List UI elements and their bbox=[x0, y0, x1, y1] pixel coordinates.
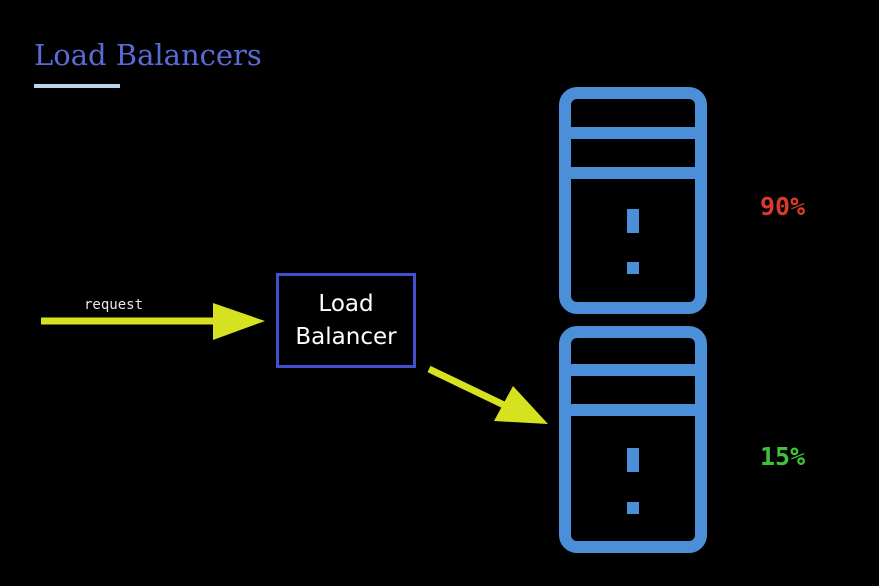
server-bottom-led-bar bbox=[627, 448, 639, 472]
load-balancer-box: Load Balancer bbox=[276, 273, 416, 368]
server-bottom-icon bbox=[559, 326, 707, 553]
server-top-load: 90% bbox=[760, 192, 806, 221]
forward-arrow bbox=[427, 365, 548, 424]
server-top-led-bar bbox=[627, 209, 639, 233]
request-label: request bbox=[84, 297, 144, 313]
request-arrow bbox=[41, 303, 265, 340]
slide-title: Load Balancers bbox=[34, 38, 262, 72]
server-bottom-led-dot bbox=[627, 502, 639, 514]
title-underline bbox=[34, 84, 120, 88]
server-top-led-dot bbox=[627, 262, 639, 274]
server-bottom-load: 15% bbox=[760, 442, 806, 471]
server-top-icon bbox=[559, 87, 707, 314]
load-balancer-label: Load Balancer bbox=[295, 290, 397, 350]
